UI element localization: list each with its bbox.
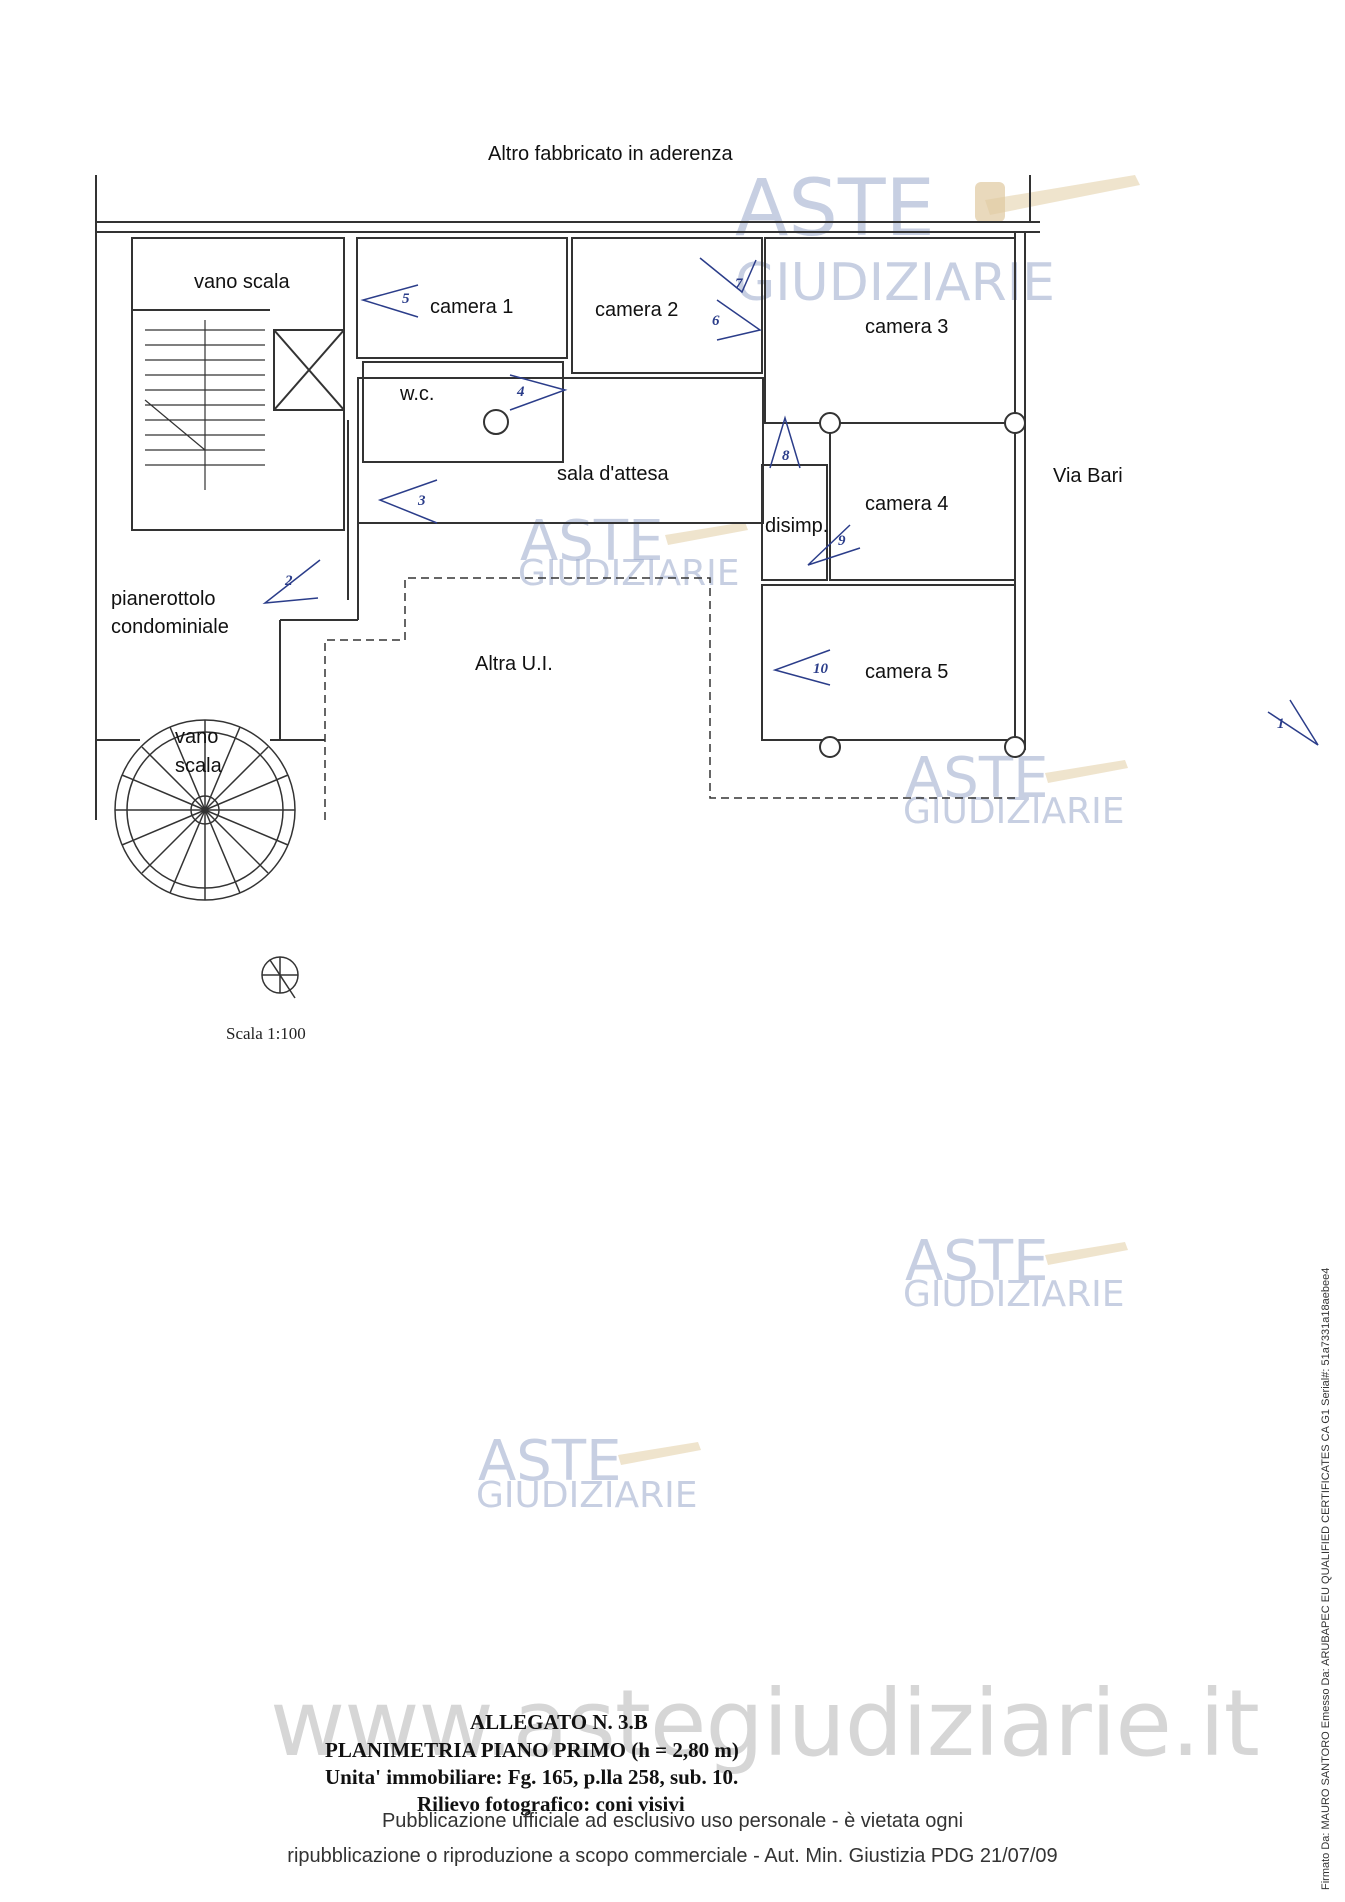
title-line-3: Unita' immobiliare: Fg. 165, p.lla 258, … [325,1765,739,1789]
visual-cones: 1 2 3 4 5 6 7 8 9 10 [262,257,1319,746]
label-camera-5: camera 5 [865,661,948,683]
cone-9: 9 [807,524,861,566]
svg-text:10: 10 [813,661,829,677]
cone-1: 1 [1267,699,1319,746]
watermark-giudiziarie: GIUDIZIARIE [903,791,1124,832]
watermark-giudiziarie: GIUDIZIARIE [903,1274,1124,1315]
watermark-aste: ASTE [478,1429,621,1494]
altra-ui-boundary [324,577,1015,820]
columns [483,409,1026,758]
svg-text:7: 7 [735,276,743,292]
label-sala-attesa: sala d'attesa [557,463,670,485]
label-wc: w.c. [399,383,434,405]
label-scala: scala [175,755,223,777]
label-camera-2: camera 2 [595,299,678,321]
svg-text:6: 6 [712,313,720,329]
svg-text:3: 3 [417,493,426,509]
watermark-logo-lower-right: ASTE GIUDIZIARIE [903,1229,1128,1315]
watermark-logo-right: ASTE GIUDIZIARIE [903,746,1128,832]
label-vano-scala-top: vano scala [194,271,290,293]
svg-text:9: 9 [838,533,846,549]
label-pianerottolo: pianerottolo [111,588,216,610]
room-labels: Altro fabbricato in aderenza Via Bari va… [111,143,1123,777]
watermark-giudiziarie: GIUDIZIARIE [735,253,1055,313]
svg-text:2: 2 [284,573,293,589]
label-condominiale: condominiale [111,616,229,638]
north-arrow-icon [261,956,299,999]
watermark-logo-top: ASTE GIUDIZIARIE [735,164,1140,313]
watermark-aste: ASTE [905,746,1048,811]
watermark-giudiziarie: GIUDIZIARIE [476,1475,697,1516]
svg-text:8: 8 [782,448,790,464]
label-camera-4: camera 4 [865,493,948,515]
walls [95,175,1040,820]
svg-text:5: 5 [402,291,410,307]
label-altro-fabbricato: Altro fabbricato in aderenza [488,143,733,165]
cone-10: 10 [772,649,831,686]
cone-2: 2 [262,559,321,604]
cone-8: 8 [769,415,801,469]
title-line-4: Rilievo fotografico: coni visivi [417,1792,685,1816]
cone-4: 4 [509,374,568,411]
scale-label: Scala 1:100 [226,1024,306,1043]
label-camera-1: camera 1 [430,296,513,318]
label-camera-3: camera 3 [865,316,948,338]
title-line-2: PLANIMETRIA PIANO PRIMO (h = 2,80 m) [325,1738,739,1762]
digital-signature: Firmato Da: MAURO SANTORO Emesso Da: ARU… [1320,1267,1332,1890]
title-line-1: ALLEGATO N. 3.B [470,1710,648,1734]
stair-treads [144,320,265,490]
watermark-logo-lower-left: ASTE GIUDIZIARIE [476,1429,701,1516]
svg-text:1: 1 [1277,716,1285,732]
label-via-bari: Via Bari [1053,465,1123,487]
label-altra-ui: Altra U.I. [475,653,553,675]
watermark-logo-mid: ASTE GIUDIZIARIE [518,509,748,594]
watermark-giudiziarie: GIUDIZIARIE [518,553,739,594]
spiral-stair [114,719,296,901]
watermark-aste: ASTE [520,509,663,574]
cone-7: 7 [699,257,757,294]
notice-line-2: ripubblicazione o riproduzione a scopo c… [287,1845,1058,1867]
site-watermark: www.astegiudiziarie.it [270,1670,1260,1777]
svg-text:4: 4 [516,384,525,400]
notice-line-1: Pubblicazione ufficiale ad esclusivo uso… [381,1810,964,1832]
watermark-aste: ASTE [905,1229,1048,1294]
cone-5: 5 [360,284,419,318]
cone-3: 3 [377,479,438,524]
label-disimp: disimp. [765,515,828,537]
label-vano: vano [175,726,218,748]
cone-6: 6 [712,299,762,341]
